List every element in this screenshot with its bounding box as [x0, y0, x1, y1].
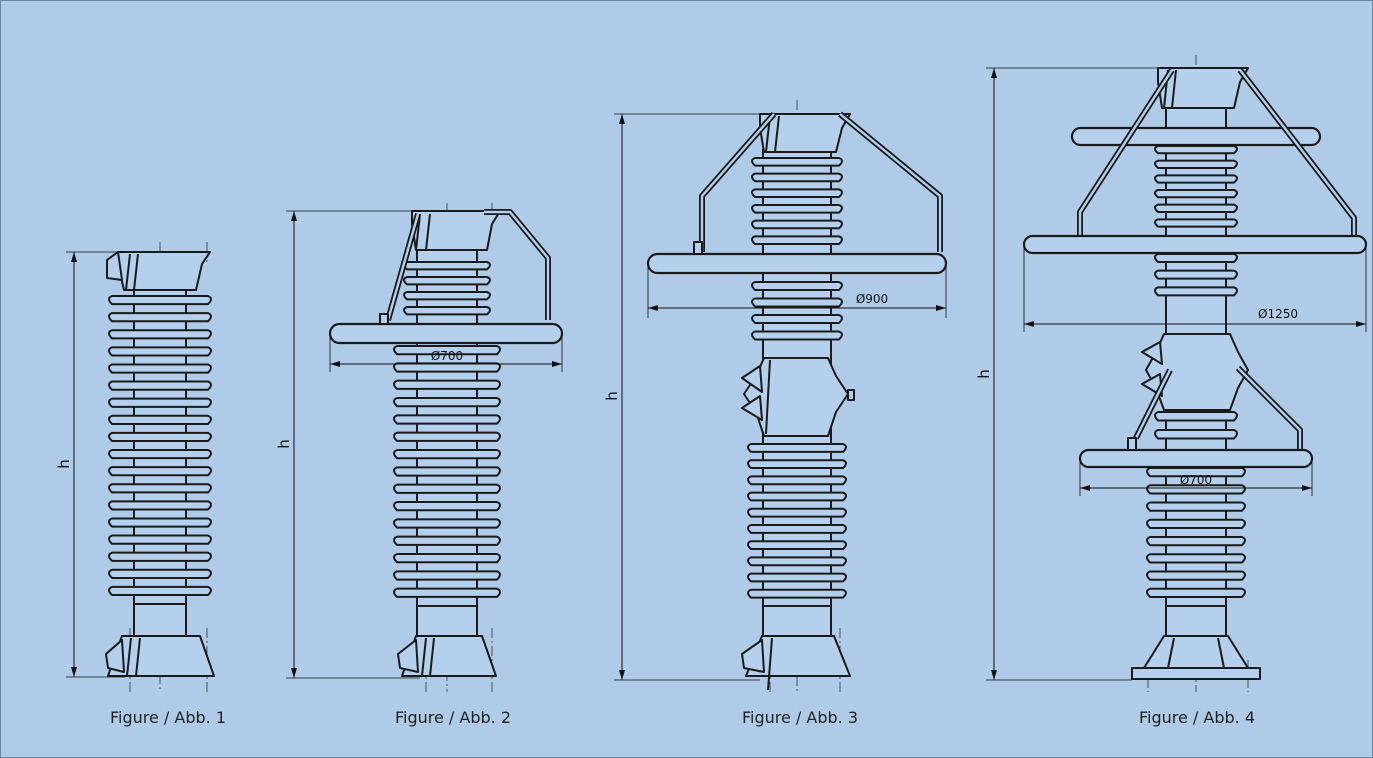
figure-2-ring-diameter: Ø700 [431, 349, 463, 363]
figure-2-insulator: h Ø700 [275, 203, 564, 692]
figure-3-caption: Figure / Abb. 3 [741, 708, 859, 727]
figure-2-height-label: h [275, 439, 293, 449]
figure-3-insulator: h Ø900 [603, 100, 948, 692]
figure-1-caption: Figure / Abb. 1 [109, 708, 227, 727]
figure-4-caption: Figure / Abb. 4 [1138, 708, 1256, 727]
figure-3-ring-diameter: Ø900 [856, 292, 888, 306]
figure-4-height-label: h [975, 369, 993, 379]
figure-4-lower-ring-diameter: Ø700 [1180, 473, 1212, 487]
figure-4-upper-ring-diameter: Ø1250 [1258, 307, 1298, 321]
figure-2-caption: Figure / Abb. 2 [394, 708, 512, 727]
figure-3-height-label: h [603, 391, 621, 401]
figure-4-insulator: h Ø1250 Ø700 [975, 55, 1368, 692]
figure-1-height-label: h [55, 459, 73, 469]
figure-1-insulator: h [55, 242, 215, 692]
